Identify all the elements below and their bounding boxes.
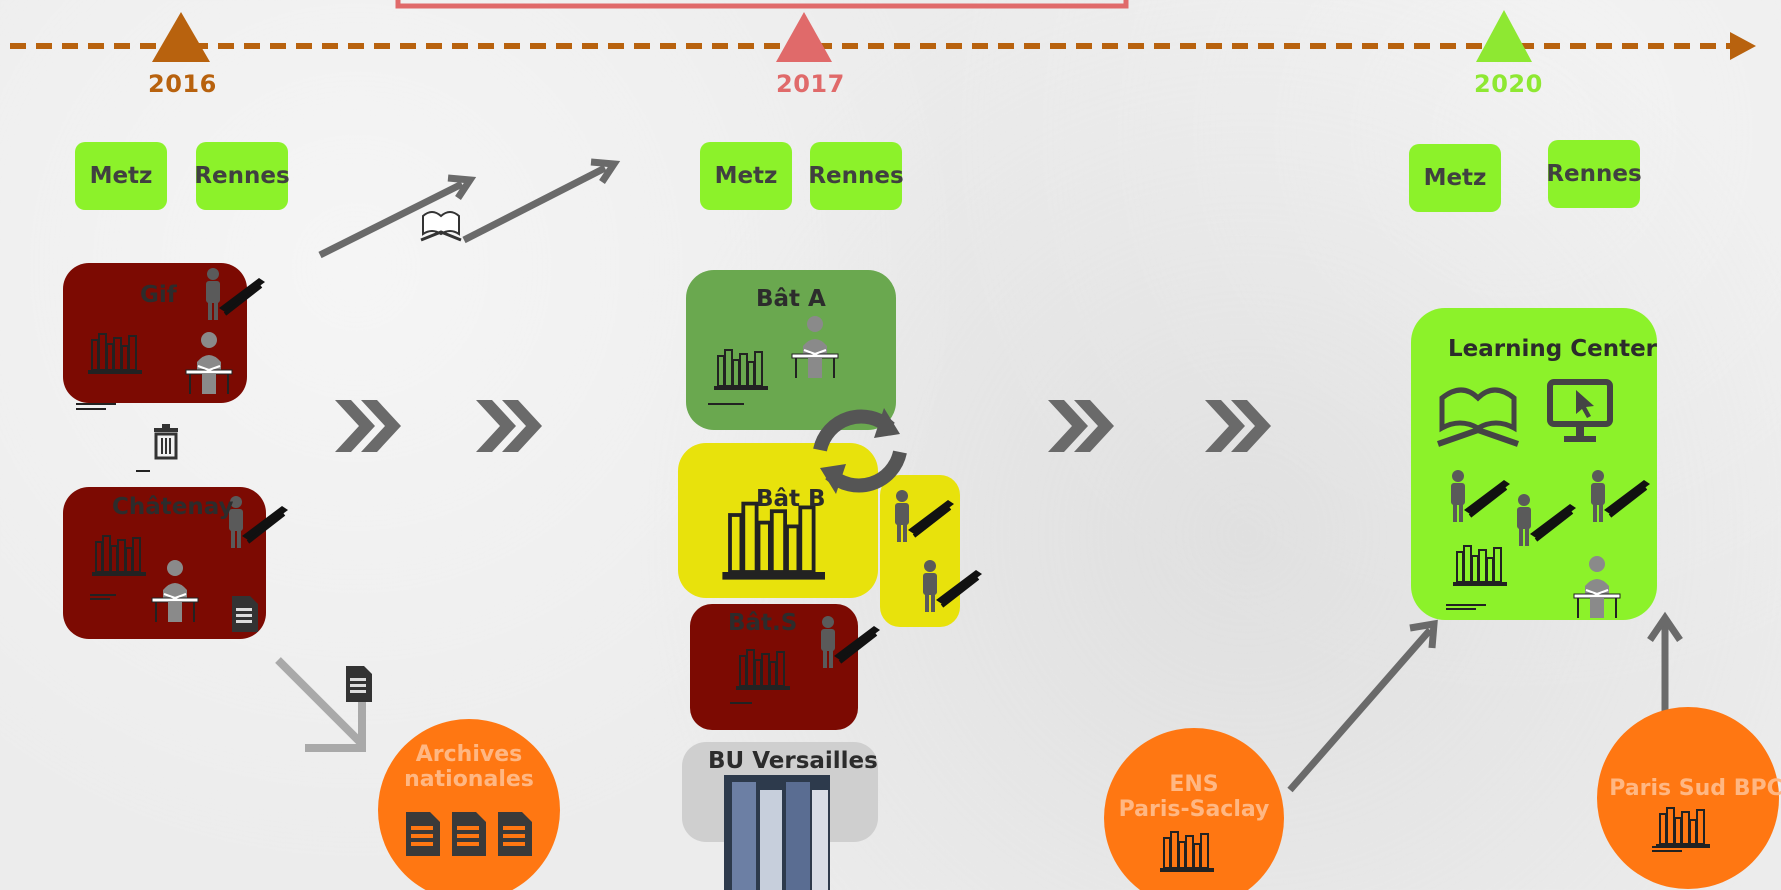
- trash-icon: [154, 424, 178, 458]
- learning-center-title: Learning Center: [1448, 336, 1657, 362]
- timeline-axis: [10, 0, 1756, 62]
- year-2016: 2016: [148, 70, 217, 98]
- chatenay-title: Châtenay: [112, 494, 234, 520]
- paris-sud-title: Paris Sud BPC: [1606, 776, 1781, 801]
- site-chip-rennes: Rennes: [1548, 140, 1640, 208]
- site-chip-metz: Metz: [1409, 144, 1501, 212]
- double-chevron-icon: [335, 400, 401, 452]
- site-chip-metz: Metz: [75, 142, 167, 210]
- bu-versailles-title: BU Versailles: [708, 748, 878, 774]
- double-chevron-icon: [1048, 400, 1114, 452]
- year-2020: 2020: [1474, 70, 1543, 98]
- marker-2017: [776, 12, 832, 62]
- year-2017: 2017: [776, 70, 845, 98]
- bat-s-title: Bât.S: [728, 610, 797, 636]
- marker-2016: [152, 12, 210, 62]
- photo-image: [724, 775, 830, 890]
- gif-title: Gif: [140, 282, 177, 308]
- site-chip-metz: Metz: [700, 142, 792, 210]
- archives-title: Archives nationales: [378, 742, 560, 792]
- double-chevron-icon: [1205, 400, 1271, 452]
- double-chevron-icon: [476, 400, 542, 452]
- bat-b-title: Bât B: [756, 486, 826, 512]
- site-chip-rennes: Rennes: [810, 142, 902, 210]
- bat-a-title: Bât A: [756, 286, 826, 312]
- open-book-icon: [421, 212, 461, 240]
- document-icon: [346, 666, 372, 702]
- marker-2020: [1476, 10, 1532, 62]
- site-chip-rennes: Rennes: [196, 142, 288, 210]
- ens-title: ENS Paris-Saclay: [1104, 772, 1284, 822]
